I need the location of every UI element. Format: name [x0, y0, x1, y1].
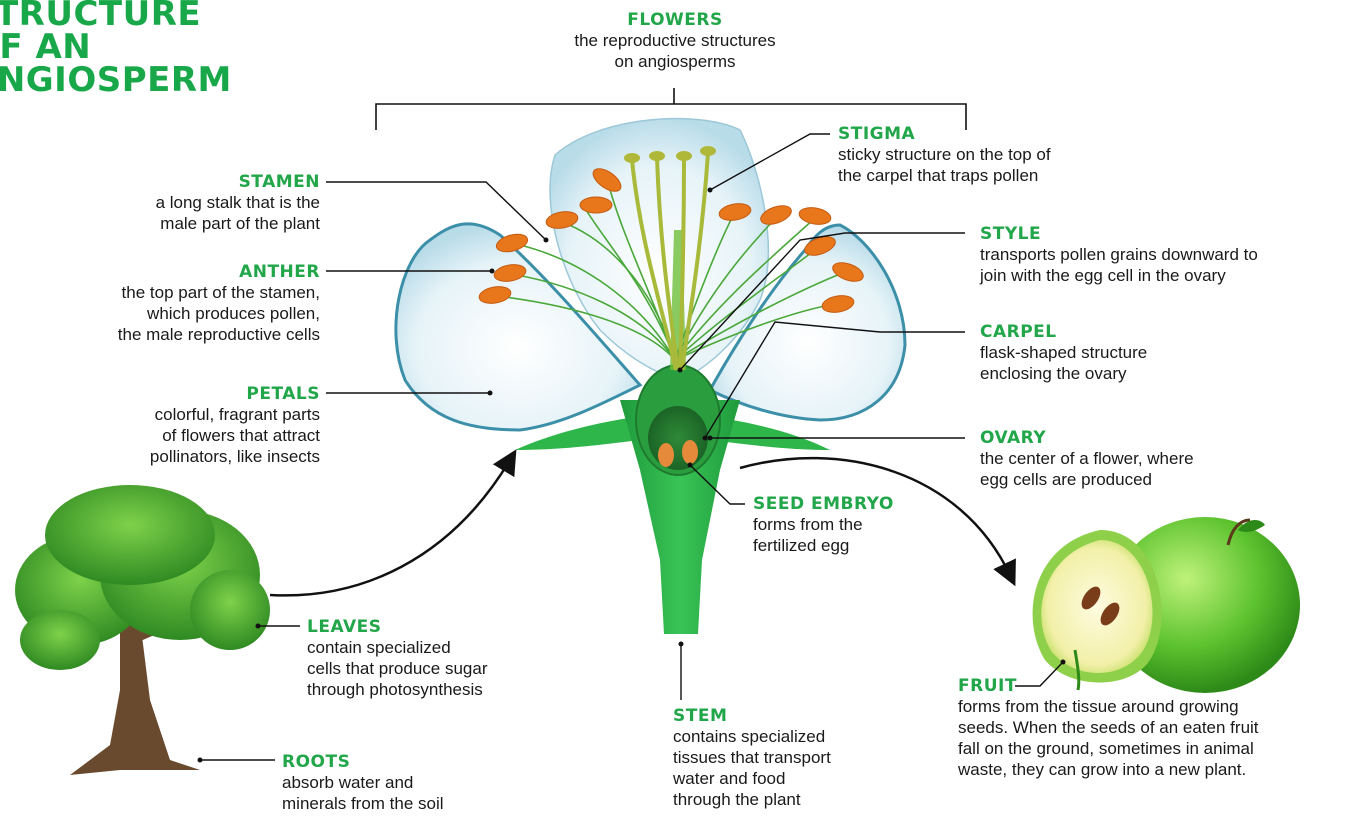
petals-description: colorful, fragrant parts of flowers that… — [60, 404, 320, 467]
label-petals: PETALS colorful, fragrant parts of flowe… — [60, 384, 320, 467]
anther-description: the top part of the stamen, which produc… — [30, 282, 320, 345]
label-stigma: STIGMA sticky structure on the top of th… — [838, 124, 1158, 186]
leaves-heading: LEAVES — [307, 617, 547, 637]
stigma-heading: STIGMA — [838, 124, 1158, 144]
label-roots: ROOTS absorb water and minerals from the… — [282, 752, 522, 814]
stem-description: contains specialized tissues that transp… — [673, 726, 893, 810]
ovary-description: the center of a flower, where egg cells … — [980, 448, 1300, 490]
carpel-heading: CARPEL — [980, 322, 1300, 342]
roots-heading: ROOTS — [282, 752, 522, 772]
style-heading: STYLE — [980, 224, 1350, 244]
label-flowers: FLOWERS the reproductive structures on a… — [525, 10, 825, 72]
label-stamen: STAMEN a long stalk that is the male par… — [60, 172, 320, 234]
anther-heading: ANTHER — [30, 262, 320, 282]
diagram-title: STRUCTURE OF AN ANGIOSPERM — [0, 0, 232, 97]
seed-embryo-description: forms from the fertilized egg — [753, 514, 953, 556]
seed-embryo-heading: SEED EMBRYO — [753, 494, 953, 514]
label-carpel: CARPEL flask-shaped structure enclosing … — [980, 322, 1300, 384]
leaves-description: contain specialized cells that produce s… — [307, 637, 547, 700]
label-leaves: LEAVES contain specialized cells that pr… — [307, 617, 547, 700]
stamen-description: a long stalk that is the male part of th… — [60, 192, 320, 234]
apple — [1033, 517, 1300, 693]
stamen-heading: STAMEN — [60, 172, 320, 192]
carpel-description: flask-shaped structure enclosing the ova… — [980, 342, 1300, 384]
label-ovary: OVARY the center of a flower, where egg … — [980, 428, 1300, 490]
petals-heading: PETALS — [60, 384, 320, 404]
stigma-description: sticky structure on the top of the carpe… — [838, 144, 1158, 186]
label-anther: ANTHER the top part of the stamen, which… — [30, 262, 320, 345]
label-style: STYLE transports pollen grains downward … — [980, 224, 1350, 286]
seed-embryo-shape — [658, 443, 674, 467]
fruit-description: forms from the tissue around growing see… — [958, 696, 1348, 780]
style-description: transports pollen grains downward to joi… — [980, 244, 1350, 286]
roots-description: absorb water and minerals from the soil — [282, 772, 522, 814]
tree — [15, 485, 270, 775]
flowers-heading: FLOWERS — [525, 10, 825, 30]
stem-heading: STEM — [673, 706, 893, 726]
flowers-description: the reproductive structures on angiosper… — [525, 30, 825, 72]
label-fruit: FRUIT forms from the tissue around growi… — [958, 676, 1348, 780]
label-seed-embryo: SEED EMBRYO forms from the fertilized eg… — [753, 494, 953, 556]
label-stem: STEM contains specialized tissues that t… — [673, 706, 893, 810]
ovary-heading: OVARY — [980, 428, 1300, 448]
fruit-heading: FRUIT — [958, 676, 1348, 696]
